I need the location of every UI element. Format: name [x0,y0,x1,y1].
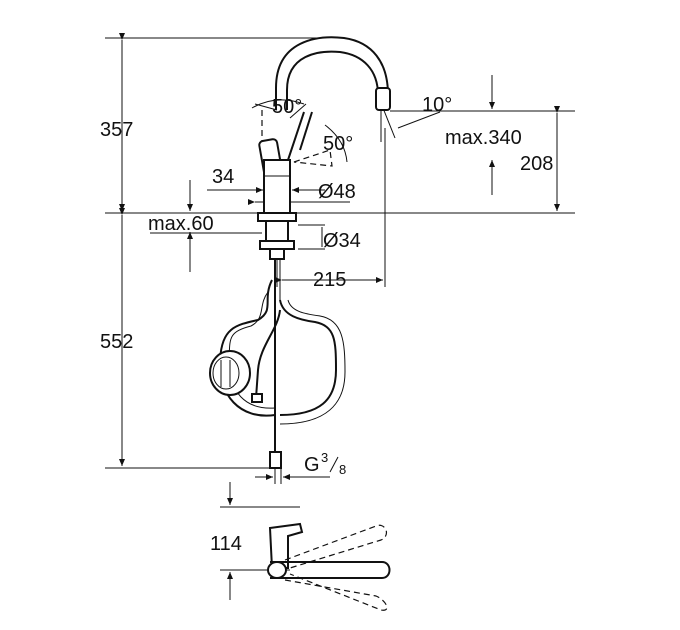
spray-head [375,87,391,111]
faucet-elevation [257,36,391,260]
dimension-dia-34: Ø34 [298,224,361,252]
reference-lines [105,37,575,469]
hose-assembly [209,259,346,484]
faucet-body [263,159,291,214]
dimension-215-label: 215 [313,269,346,291]
plan-view: 114 [210,482,391,611]
dimension-34-label: 34 [212,166,234,188]
spray-angle-label: 10° [422,94,452,116]
dimension-357-label: 357 [100,119,133,141]
dimension-552: 552 [100,208,133,466]
dimension-spray-angle: 10° [380,94,452,142]
dimension-208-label: 208 [520,153,553,175]
thread-spec: G 3 8 [255,450,346,480]
dimension-552-label: 552 [100,331,133,353]
dimension-208: 208 [520,106,560,211]
dimension-max-60-label: max.60 [148,213,214,235]
dimension-max-340: max.340 [445,75,522,195]
thread-label: G [304,454,320,476]
dimension-34: 34 [207,166,325,193]
dimension-357: 357 [100,33,133,211]
dimension-max-340-label: max.340 [445,127,522,149]
dimension-114-label: 114 [210,533,242,555]
dimension-max-60: max.60 [148,180,262,272]
lever-angle-side-label: 50° [323,133,353,155]
dimension-dia-48-label: Ø48 [318,181,356,203]
dimension-215: 215 [275,128,386,291]
thread-numerator: 3 [321,450,328,465]
dimension-dia-34-label: Ø34 [323,230,361,252]
thread-denominator: 8 [339,462,346,477]
